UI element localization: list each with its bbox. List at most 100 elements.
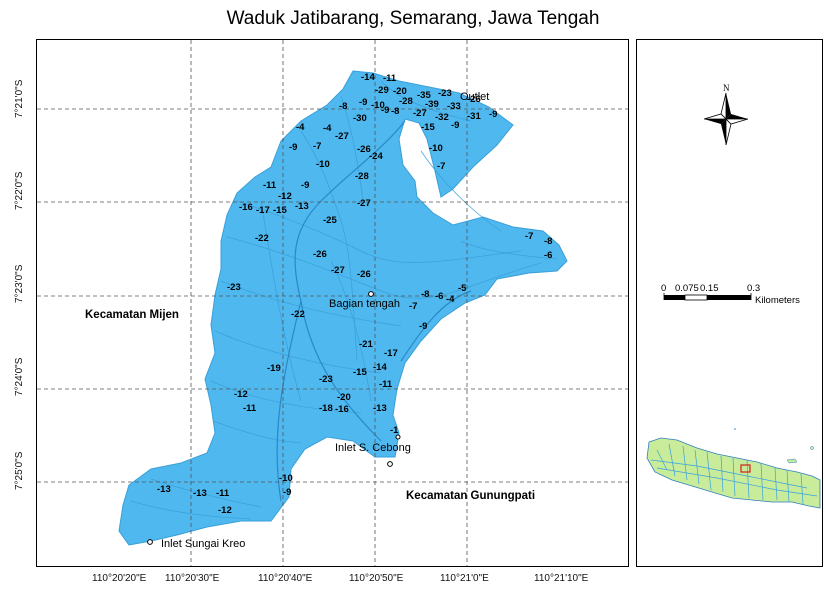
depth-contour-label: -20: [393, 86, 407, 97]
lat-tick-label: 7°22'0"S: [14, 171, 25, 210]
map-title: Waduk Jatibarang, Semarang, Jawa Tengah: [226, 8, 600, 29]
depth-contour-label: -28: [355, 171, 369, 182]
depth-contour-label: -13: [157, 484, 171, 495]
map-frame: -14-11-29-20-35-23-26-9-28-39-33-8-10-9-…: [36, 39, 629, 567]
lat-tick-label: 7°25'0"S: [14, 451, 25, 490]
depth-contour-label: -18: [319, 403, 333, 414]
place-label-outlet: Outlet: [460, 91, 489, 103]
depth-contour-label: -9: [301, 180, 309, 191]
north-arrow-icon: [703, 92, 749, 146]
depth-contour-label: -8: [339, 101, 347, 112]
depth-contour-label: -6: [435, 291, 443, 302]
lat-tick-label: 7°24'0"S: [14, 357, 25, 396]
scale-label: 0: [661, 283, 666, 294]
scale-unit-label: Kilometers: [755, 295, 800, 306]
depth-contour-label: -4: [296, 122, 305, 133]
depth-contour-label: -26: [313, 249, 327, 260]
depth-contour-label: -26: [357, 269, 371, 280]
depth-contour-label: -23: [227, 282, 241, 293]
depth-contour-label: -8: [421, 289, 429, 300]
lon-tick-label: 110°20'30"E: [165, 573, 220, 584]
lat-tick-label: 7°21'0"S: [14, 79, 25, 118]
depth-contour-label: -9: [283, 487, 291, 498]
location-marker: [368, 291, 374, 297]
legend-panel: N 0 0.075 0.15 0.3 Kilometers: [636, 39, 823, 567]
depth-contour-label: -9: [289, 142, 297, 153]
district-label-mijen: Kecamatan Mijen: [85, 309, 179, 321]
depth-contour-label: -15: [421, 122, 435, 133]
depth-contour-label: -9: [359, 97, 367, 108]
depth-contour-label: -20: [337, 392, 351, 403]
depth-contour-label: -11: [383, 73, 397, 84]
depth-contour-label: -11: [263, 180, 277, 191]
depth-contour-label: -39: [425, 99, 439, 110]
depth-contour-label: -7: [409, 301, 417, 312]
depth-contour-label: -11: [379, 379, 393, 390]
depth-contour-label: -27: [357, 198, 371, 209]
place-label-inlet-kreo: Inlet Sungai Kreo: [161, 538, 245, 550]
reservoir-water-body: [118, 70, 568, 546]
depth-contour-label: -4: [446, 294, 455, 305]
depth-contour-label: -17: [384, 348, 398, 359]
north-label: N: [723, 83, 730, 93]
reservoir-map: -14-11-29-20-35-23-26-9-28-39-33-8-10-9-…: [37, 40, 628, 566]
place-label-bagian-tengah: Bagian tengah: [329, 298, 400, 310]
depth-contour-label: -4: [323, 123, 332, 134]
scale-bar: [663, 293, 752, 301]
location-marker: [387, 461, 393, 467]
depth-contour-label: -19: [267, 363, 281, 374]
depth-contour-label: -32: [435, 112, 449, 123]
depth-contour-label: -16: [239, 202, 253, 213]
depth-contour-label: -15: [273, 205, 287, 216]
depth-contour-label: -5: [458, 283, 467, 294]
depth-contour-label: -23: [438, 88, 452, 99]
lon-tick-label: 110°20'20"E: [92, 573, 147, 584]
depth-contour-label: -14: [373, 362, 387, 373]
depth-contour-label: -8: [391, 106, 399, 117]
depth-contour-label: -35: [417, 90, 431, 101]
graticule: [37, 40, 628, 566]
depth-contour-label: -8: [544, 236, 552, 247]
depth-contour-label: -11: [216, 488, 230, 499]
river-channel: [276, 120, 472, 502]
depth-contour-label: -24: [369, 151, 383, 162]
depth-contour-label: -7: [313, 141, 321, 152]
depth-contour-label: -12: [278, 191, 292, 202]
depth-contour-label: -29: [375, 85, 389, 96]
depth-contour-label: -7: [525, 231, 533, 242]
depth-contour-label: -15: [353, 367, 367, 378]
depth-contour-label: -33: [447, 101, 461, 112]
lon-tick-label: 110°21'0"E: [440, 573, 489, 584]
depth-contour-label: -9: [419, 321, 427, 332]
depth-contour-label: -25: [323, 215, 337, 226]
place-label-inlet-cebong: Inlet S. Cebong: [335, 442, 411, 454]
contour-label-layer: -14-11-29-20-35-23-26-9-28-39-33-8-10-9-…: [157, 72, 552, 516]
depth-contour-label: -26: [357, 144, 371, 155]
depth-contour-label: -12: [218, 505, 232, 516]
depth-contour-label: -1: [390, 425, 399, 436]
depth-contour-label: -23: [319, 374, 333, 385]
lat-tick-label: 7°23'0"S: [14, 264, 25, 303]
depth-contour-label: -22: [291, 309, 305, 320]
lon-tick-label: 110°21'10"E: [534, 573, 589, 584]
depth-contour-label: -26: [467, 94, 481, 105]
depth-contour-label: -27: [413, 108, 427, 119]
depth-contour-label: -10: [371, 100, 385, 111]
legend-graphics: N 0 0.075 0.15 0.3 Kilometers: [646, 83, 821, 509]
depth-contour-label: -9: [381, 105, 389, 116]
depth-contour-label: -10: [279, 473, 293, 484]
scale-label: 0.3: [747, 283, 760, 294]
scale-label: 0.15: [700, 283, 719, 294]
depth-contour-label: -31: [467, 111, 481, 122]
depth-contour-label: -13: [295, 201, 309, 212]
depth-contour-label: -30: [353, 113, 367, 124]
depth-contour-label: -28: [399, 96, 413, 107]
depth-contour-label: -27: [331, 265, 345, 276]
depth-contour-label: -10: [429, 143, 443, 154]
depth-contour-label: -17: [256, 205, 270, 216]
scale-label: 0.075: [675, 283, 699, 294]
lon-tick-label: 110°20'40"E: [258, 573, 313, 584]
depth-contour-label: -10: [316, 159, 330, 170]
depth-contour-label: -9: [451, 120, 459, 131]
depth-contour-label: -11: [243, 403, 257, 414]
